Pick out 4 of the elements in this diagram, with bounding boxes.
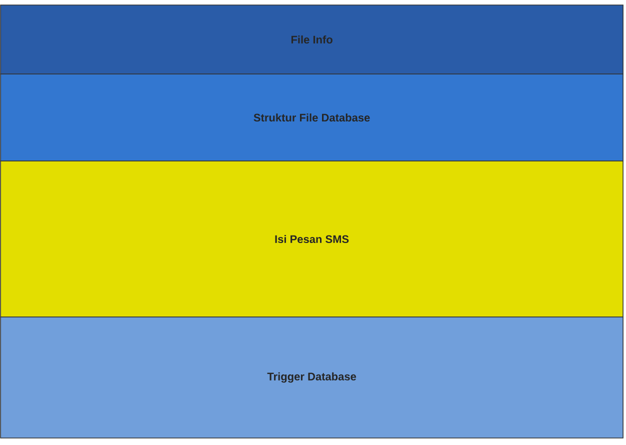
layer-band: Trigger Database — [0, 316, 624, 438]
layer-band: Isi Pesan SMS — [0, 160, 624, 318]
layer-band: File Info — [0, 4, 624, 74]
layer-band: Struktur File Database — [0, 74, 624, 162]
